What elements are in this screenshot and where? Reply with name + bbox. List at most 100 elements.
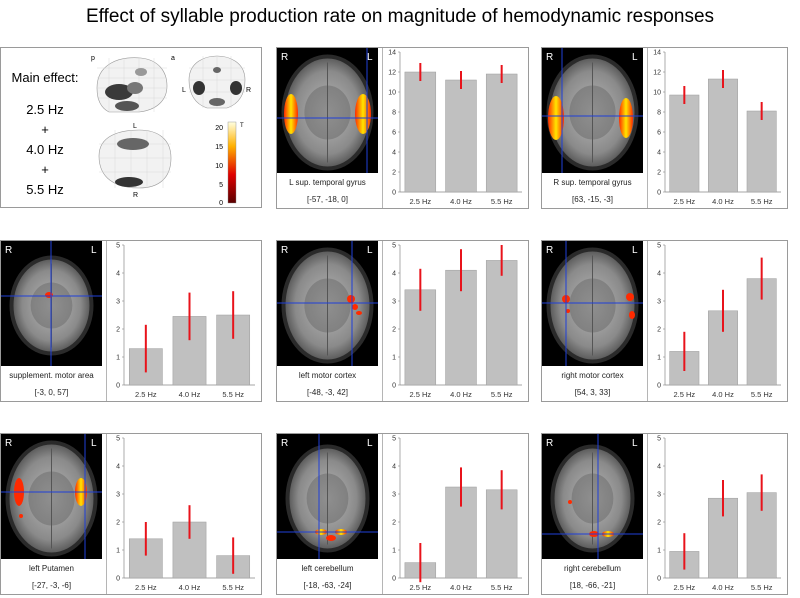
view-label-axial-r: R xyxy=(133,192,138,199)
x-tick-label: 4.0 Hz xyxy=(450,583,472,592)
y-tick-label: 4 xyxy=(657,150,661,157)
plus-1: + xyxy=(41,122,49,137)
y-tick-label: 5 xyxy=(657,243,661,250)
activation-blob xyxy=(626,293,634,301)
activation-blob xyxy=(355,94,371,134)
y-tick-label: 2 xyxy=(657,327,661,334)
orientation-label-right: L xyxy=(632,438,638,449)
x-tick-label: 4.0 Hz xyxy=(712,583,734,592)
region-coordinates: [-27, -3, -6] xyxy=(31,581,72,590)
activation-blob xyxy=(548,96,564,140)
panel-divider xyxy=(382,241,383,401)
x-tick-label: 4.0 Hz xyxy=(712,197,734,206)
y-tick-label: 2 xyxy=(392,327,396,334)
region-coordinates: [-48, -3, 42] xyxy=(307,388,348,397)
y-tick-label: 0 xyxy=(392,576,396,583)
region-coordinates: [-18, -63, -24] xyxy=(303,581,352,590)
y-tick-label: 2 xyxy=(392,520,396,527)
x-tick-label: 2.5 Hz xyxy=(673,390,695,399)
orientation-label-left: R xyxy=(281,438,288,449)
glass-brain-coronal xyxy=(188,55,246,109)
y-tick-label: 4 xyxy=(392,150,396,157)
y-tick-label: 1 xyxy=(116,548,120,555)
y-tick-label: 5 xyxy=(392,436,396,443)
main-effect-heading: Main effect: xyxy=(11,70,79,85)
y-tick-label: 0 xyxy=(392,190,396,197)
bar-5-5-hz xyxy=(746,110,777,193)
main-effect-panel: Main effect: 2.5 Hz + 4.0 Hz + 5.5 Hz xyxy=(0,47,262,208)
x-tick-label: 2.5 Hz xyxy=(135,390,157,399)
x-tick-label: 5.5 Hz xyxy=(751,390,773,399)
x-tick-label: 4.0 Hz xyxy=(712,390,734,399)
x-tick-label: 5.5 Hz xyxy=(491,390,513,399)
orientation-label-right: L xyxy=(367,52,373,63)
panel-divider xyxy=(382,434,383,594)
y-tick-label: 0 xyxy=(657,576,661,583)
region-label: left cerebellum xyxy=(301,564,354,573)
panel-divider xyxy=(106,434,107,594)
orientation-label-left: R xyxy=(546,52,553,63)
glass-brain-sagittal xyxy=(96,57,168,113)
y-tick-label: 4 xyxy=(657,271,661,278)
bar-5-5-hz xyxy=(485,260,518,386)
panel-divider xyxy=(647,241,648,401)
region-label: supplement. motor area xyxy=(9,371,94,380)
y-tick-label: 5 xyxy=(392,243,396,250)
colorbar-tick-10: 10 xyxy=(215,163,223,170)
panel-divider xyxy=(382,48,383,208)
colorbar xyxy=(227,121,237,204)
panel-divider xyxy=(647,434,648,594)
panel-divider xyxy=(106,241,107,401)
y-tick-label: 6 xyxy=(657,130,661,137)
y-tick-label: 12 xyxy=(388,70,396,77)
y-tick-label: 1 xyxy=(116,355,120,362)
region-label: left Putamen xyxy=(29,564,74,573)
orientation-label-left: R xyxy=(281,245,288,256)
colorbar-tick-0: 0 xyxy=(219,200,223,207)
y-tick-label: 10 xyxy=(653,90,661,97)
activation-blob xyxy=(356,311,362,315)
y-tick-label: 14 xyxy=(388,50,396,57)
activation-blob xyxy=(568,500,572,504)
y-tick-label: 4 xyxy=(657,464,661,471)
x-tick-label: 5.5 Hz xyxy=(491,583,513,592)
region-coordinates: [18, -66, -21] xyxy=(569,581,616,590)
plus-2: + xyxy=(41,162,49,177)
y-tick-label: 8 xyxy=(657,110,661,117)
orientation-label-left: R xyxy=(546,438,553,449)
bar-2-5-hz xyxy=(669,94,700,193)
page-title: Effect of syllable production rate on ma… xyxy=(85,6,715,27)
x-tick-label: 2.5 Hz xyxy=(135,583,157,592)
condition-3: 5.5 Hz xyxy=(26,182,64,197)
y-tick-label: 4 xyxy=(392,464,396,471)
y-tick-label: 5 xyxy=(657,436,661,443)
orientation-label-right: L xyxy=(632,52,638,63)
activation-blob xyxy=(347,295,355,303)
activation-blob xyxy=(326,535,336,541)
y-tick-label: 14 xyxy=(653,50,661,57)
y-tick-label: 1 xyxy=(657,548,661,555)
y-tick-label: 2 xyxy=(392,170,396,177)
orientation-label-left: R xyxy=(5,438,12,449)
orientation-label-right: L xyxy=(367,438,373,449)
y-tick-label: 1 xyxy=(392,548,396,555)
x-tick-label: 5.5 Hz xyxy=(222,390,244,399)
bar-4-0-hz xyxy=(708,78,738,193)
y-tick-label: 10 xyxy=(388,90,396,97)
y-tick-label: 4 xyxy=(116,271,120,278)
x-tick-label: 5.5 Hz xyxy=(222,583,244,592)
orientation-label-left: R xyxy=(546,245,553,256)
y-tick-label: 3 xyxy=(392,299,396,306)
y-tick-label: 3 xyxy=(116,492,120,499)
